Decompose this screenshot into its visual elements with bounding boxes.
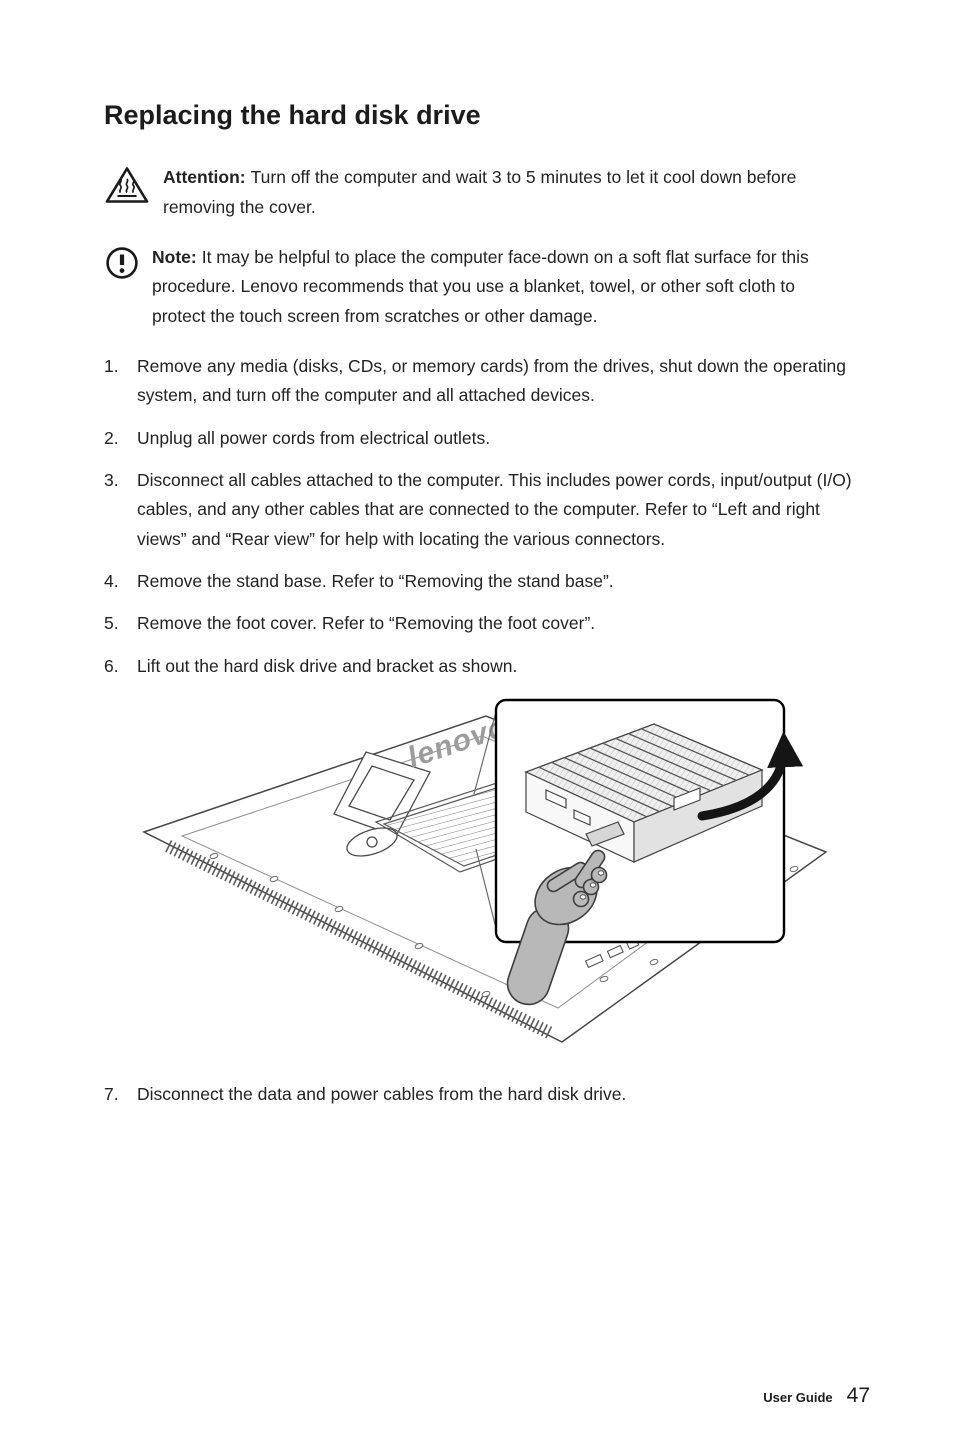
step-number: 7.: [104, 1084, 119, 1105]
note-callout: Note:It may be helpful to place the comp…: [104, 243, 870, 332]
step-number: 5.: [104, 613, 119, 634]
step-number: 4.: [104, 571, 119, 592]
step-text: Disconnect all cables attached to the co…: [137, 469, 852, 549]
page-footer: User Guide 47: [763, 1384, 870, 1408]
attention-callout: Attention:Turn off the computer and wait…: [104, 163, 870, 223]
step-item-7: 7. Disconnect the data and power cables …: [104, 1080, 870, 1109]
step-item-1: 1. Remove any media (disks, CDs, or memo…: [104, 352, 870, 411]
step-text: Remove the stand base. Refer to “Removin…: [137, 571, 614, 592]
step-text: Disconnect the data and power cables fro…: [137, 1084, 627, 1105]
hot-surface-warning-icon: [104, 163, 150, 223]
step-number: 3.: [104, 469, 119, 490]
pull-tab: [585, 821, 625, 848]
hand-illustration: [506, 849, 608, 1006]
callout-zoom-box: [494, 699, 804, 1006]
step-number: 2.: [104, 427, 119, 448]
lift-arrow: [697, 731, 804, 821]
step-item-3: 3. Disconnect all cables attached to the…: [104, 466, 870, 554]
footer-page-number: 47: [846, 1384, 870, 1407]
attention-text-block: Attention:Turn off the computer and wait…: [163, 163, 838, 223]
step-text: Remove any media (disks, CDs, or memory …: [137, 355, 847, 406]
step-number: 1.: [104, 355, 119, 376]
stand-arm: [333, 751, 431, 857]
screw-holes: [209, 853, 799, 998]
step-text: Remove the foot cover. Refer to “Removin…: [137, 613, 596, 634]
step-text: Lift out the hard disk drive and bracket…: [137, 655, 518, 676]
step-item-6: 6. Lift out the hard disk drive and brac…: [104, 652, 870, 681]
step-item-4: 4. Remove the stand base. Refer to “Remo…: [104, 567, 870, 596]
procedure-steps: 1. Remove any media (disks, CDs, or memo…: [104, 352, 870, 682]
step-item-5: 5. Remove the foot cover. Refer to “Remo…: [104, 609, 870, 638]
note-label: Note:: [152, 246, 197, 267]
step-text: Unplug all power cords from electrical o…: [137, 427, 491, 448]
note-exclamation-icon: [104, 243, 140, 332]
attention-text: Turn off the computer and wait 3 to 5 mi…: [163, 167, 797, 217]
figure-hdd-removal: lenovo: [134, 694, 834, 1054]
step-number: 6.: [104, 655, 119, 676]
note-text-block: Note:It may be helpful to place the comp…: [152, 243, 852, 332]
vent-strip: [165, 840, 555, 1041]
hdd-removal-illustration: lenovo: [142, 699, 828, 1044]
step-item-2: 2. Unplug all power cords from electrica…: [104, 424, 870, 453]
page-title: Replacing the hard disk drive: [104, 100, 481, 130]
footer-label: User Guide: [763, 1390, 833, 1405]
note-text: It may be helpful to place the computer …: [152, 246, 809, 327]
attention-label: Attention:: [163, 167, 246, 187]
procedure-steps-after-figure: 7. Disconnect the data and power cables …: [104, 1080, 870, 1109]
